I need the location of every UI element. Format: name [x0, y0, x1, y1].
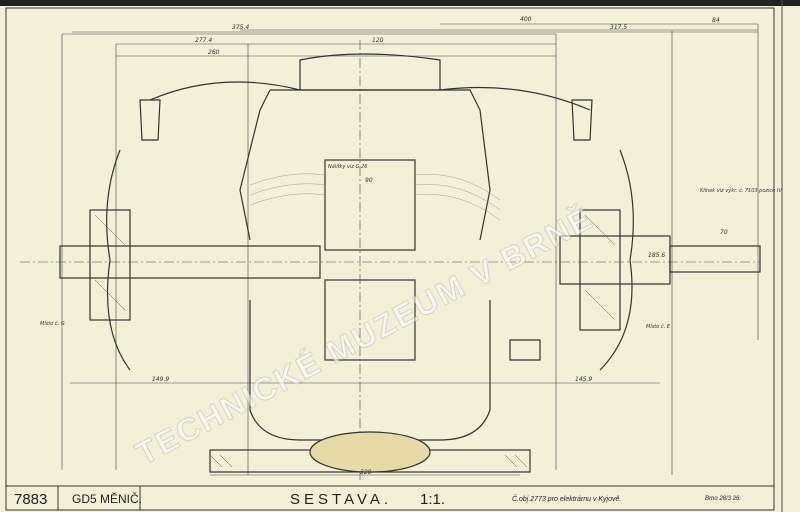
drawing-title: SESTAVA.: [290, 490, 393, 508]
note-misto-g: Místo č. G: [40, 320, 65, 327]
drawing-number: 7883: [14, 490, 48, 508]
dimension-lines: [20, 23, 760, 480]
part-name: GD5 MĚNIČ.: [72, 492, 143, 506]
coil-windings: [249, 173, 501, 221]
machine-outline: [59, 53, 761, 473]
dim-317: 317.5: [610, 24, 627, 31]
dim-320: 320: [360, 469, 372, 476]
dim-400: 400: [520, 16, 532, 23]
dim-145: 145.9: [575, 376, 592, 383]
date: Brno 28/3 26.: [705, 496, 742, 502]
note-misto-e: Místo č. E: [646, 323, 671, 330]
dim-185: 185.6: [648, 252, 665, 259]
dim-90: 90: [365, 177, 373, 184]
dim-84: 84: [712, 17, 720, 24]
order-note: Č.obj.2773 pro elektrárnu v Kyjově.: [512, 495, 622, 503]
dim-375: 375.4: [232, 24, 249, 31]
dim-120: 120: [372, 37, 384, 44]
dim-149: 149.9: [152, 376, 169, 383]
dim-260: 260: [208, 49, 220, 56]
dim-277: 277.4: [195, 37, 212, 44]
scale: 1:1.: [420, 490, 446, 508]
note-klinek: Klínek viz výkr. č. 7103 pozice IV: [700, 187, 782, 194]
note-nalitky: Nálitky viz G 26: [328, 163, 367, 170]
hatching: [94, 214, 616, 468]
scan-edge: [0, 0, 800, 6]
dim-70: 70: [720, 229, 728, 236]
